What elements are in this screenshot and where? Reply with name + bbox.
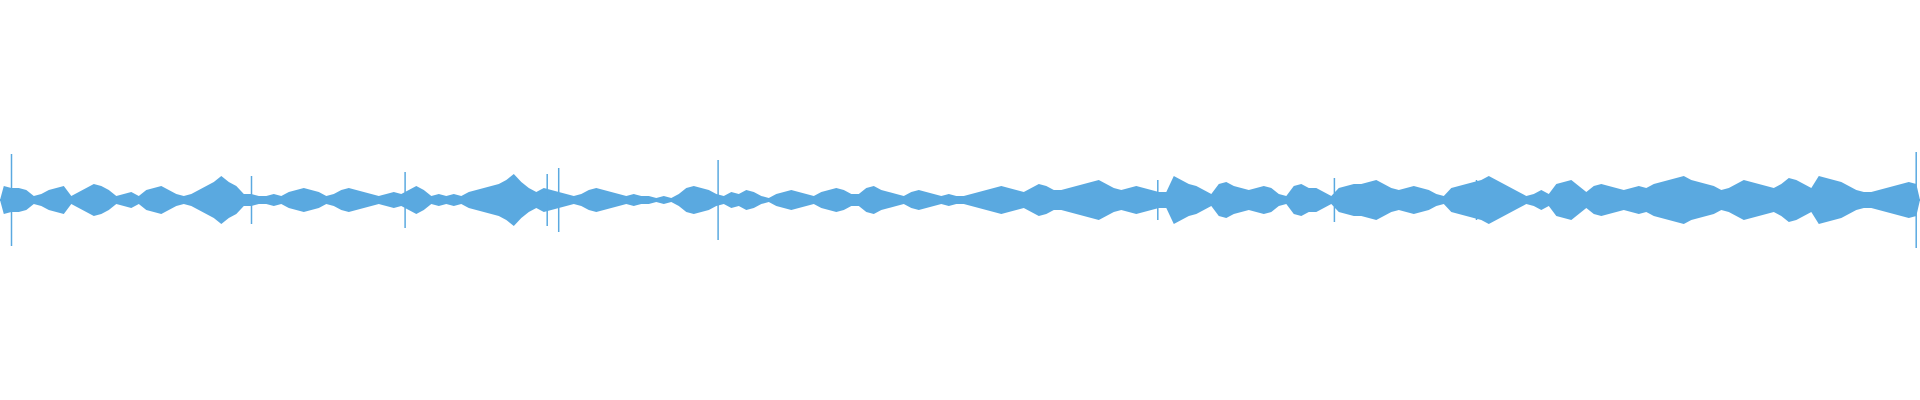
waveform-bars <box>0 152 1920 248</box>
